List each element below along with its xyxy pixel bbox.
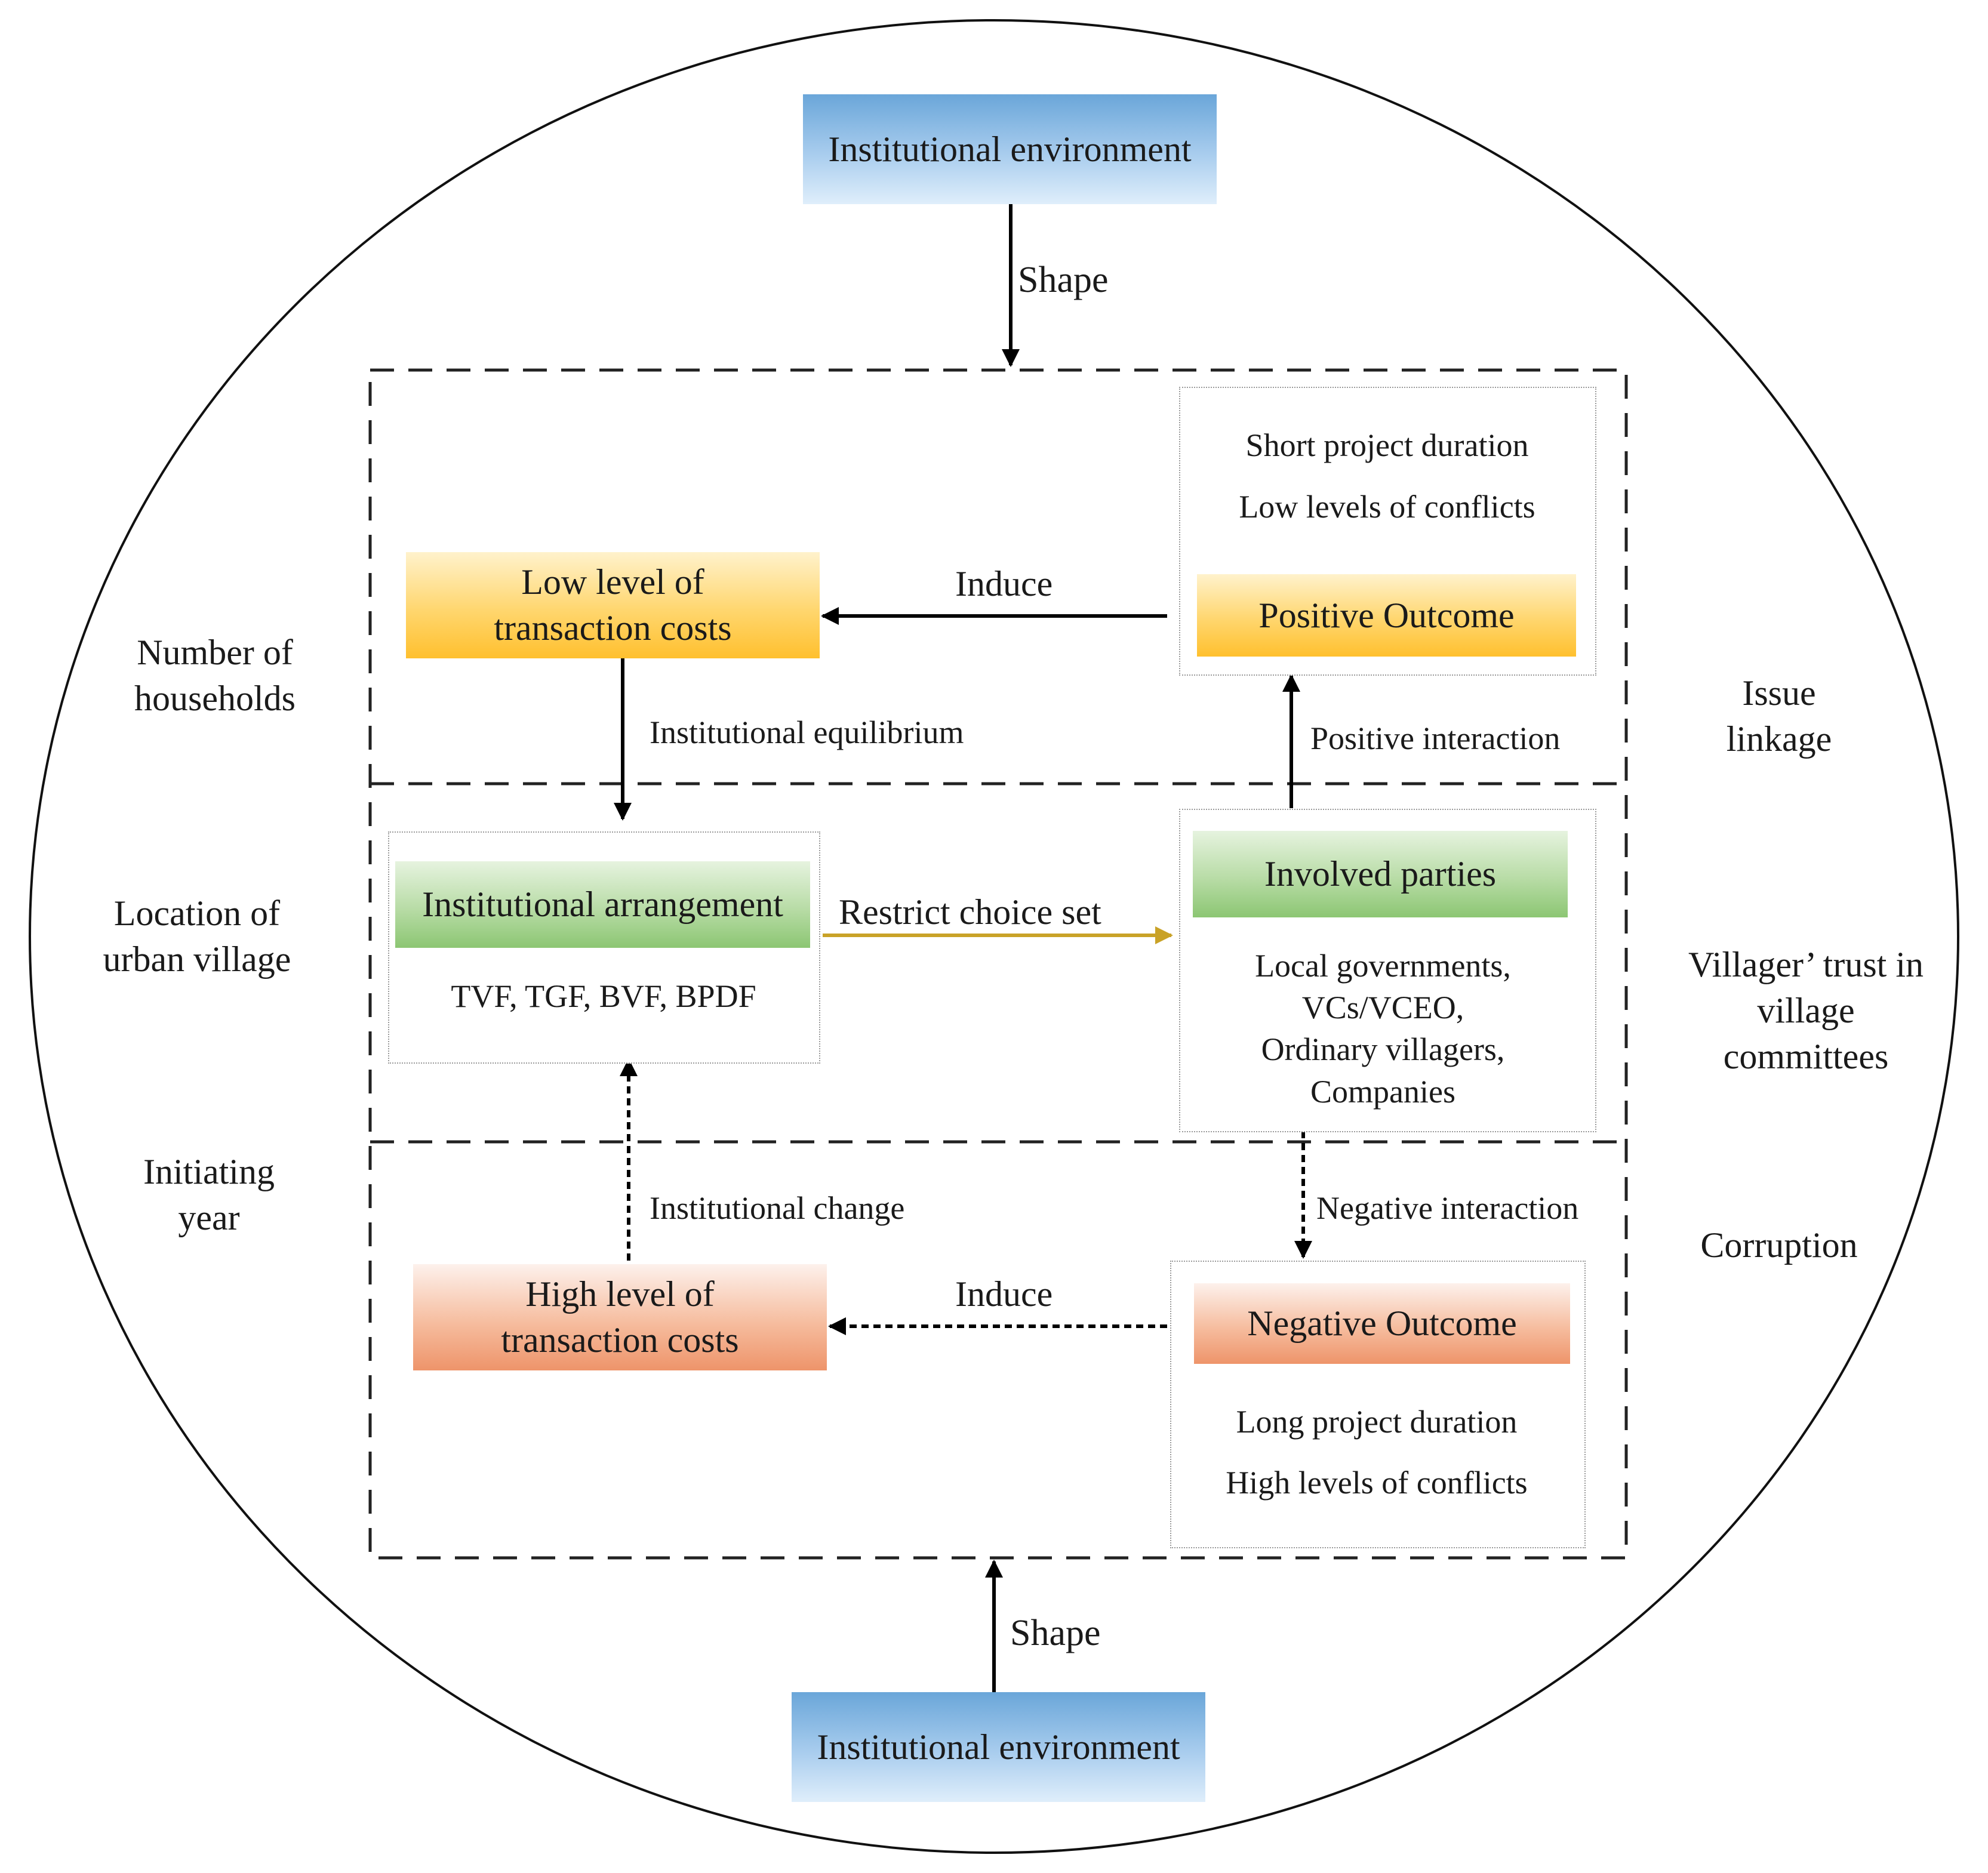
low-transaction-costs-label: Low level of transaction costs xyxy=(494,562,732,648)
induce-bottom-label: Induce xyxy=(955,1274,1053,1314)
institutional-arrangement-title: Institutional arrangement xyxy=(422,885,783,925)
top-environment-box: Institutional environment xyxy=(803,94,1217,204)
induce-top-label: Induce xyxy=(955,564,1053,603)
high-transaction-costs-box: High level of transaction costs xyxy=(413,1264,827,1370)
equilibrium-label: Institutional equilibrium xyxy=(650,714,964,750)
bottom-environment-box: Institutional environment xyxy=(792,1692,1205,1802)
outer-circle xyxy=(29,19,1959,1854)
factor-villager-trust: Villager’ trust in village committees xyxy=(1688,945,1924,1076)
negative-item-duration: Long project duration xyxy=(1236,1404,1518,1440)
positive-interaction-label: Positive interaction xyxy=(1310,720,1561,756)
positive-item-conflicts: Low levels of conflicts xyxy=(1239,489,1535,525)
involved-parties-detail: Local governments, VCs/VCEO, Ordinary vi… xyxy=(1255,948,1511,1110)
negative-outcome-box: Negative Outcome xyxy=(1194,1283,1570,1364)
high-transaction-costs-label: High level of transaction costs xyxy=(501,1274,739,1360)
top-environment-label: Institutional environment xyxy=(828,129,1192,169)
low-transaction-costs-box: Low level of transaction costs xyxy=(406,552,820,658)
institutional-arrangement-detail: TVF, TGF, BVF, BPDF xyxy=(451,978,756,1014)
factor-corruption: Corruption xyxy=(1700,1225,1858,1265)
negative-outcome-title: Negative Outcome xyxy=(1247,1304,1517,1344)
positive-outcome-box: Positive Outcome xyxy=(1197,574,1576,657)
factor-issue-linkage: Issue linkage xyxy=(1726,673,1832,759)
bottom-environment-label: Institutional environment xyxy=(817,1727,1180,1767)
positive-outcome-title: Positive Outcome xyxy=(1258,595,1515,635)
dashed-frame xyxy=(368,368,1628,1560)
involved-parties-box: Involved parties xyxy=(1193,831,1568,917)
bottom-shape-label: Shape xyxy=(1010,1613,1101,1653)
factor-initiating-year: Initiating year xyxy=(143,1152,275,1237)
negative-interaction-label: Negative interaction xyxy=(1316,1190,1579,1226)
factor-number-of-households: Number of households xyxy=(134,633,296,718)
positive-item-duration: Short project duration xyxy=(1245,427,1529,463)
institutional-arrangement-box: Institutional arrangement xyxy=(395,861,810,948)
top-shape-label: Shape xyxy=(1018,260,1109,300)
involved-parties-title: Involved parties xyxy=(1264,854,1497,894)
factor-location-of-urban-village: Location of urban village xyxy=(103,894,291,979)
negative-item-conflicts: High levels of conflicts xyxy=(1226,1465,1528,1501)
restrict-choice-set-label: Restrict choice set xyxy=(839,892,1101,932)
institutional-change-label: Institutional change xyxy=(650,1190,905,1226)
